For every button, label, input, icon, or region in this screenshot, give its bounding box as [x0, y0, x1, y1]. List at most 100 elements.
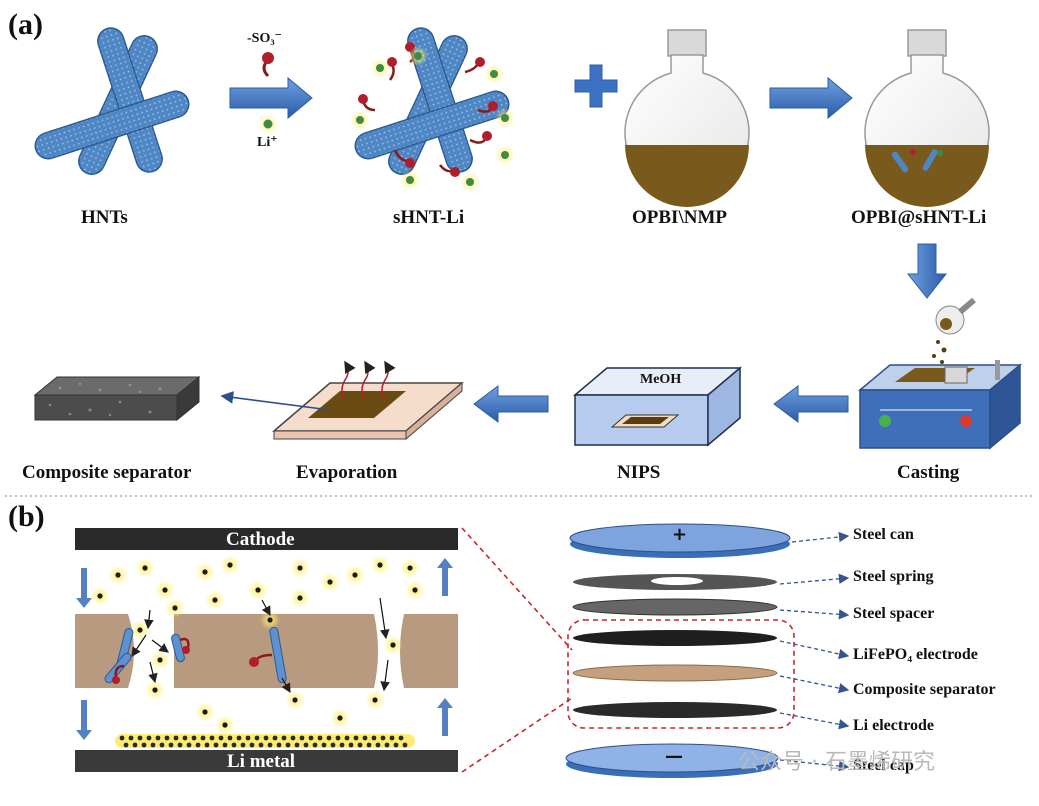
plated-li-dot	[371, 735, 377, 741]
plated-li-dot	[384, 742, 390, 748]
legend-li-electrode: Li electrode	[853, 717, 935, 734]
legend-lifepo4-electrode: LiFePO₄ electrode	[853, 646, 978, 663]
plated-li-dot	[276, 742, 282, 748]
sulfonate-group-icon	[262, 52, 274, 78]
plated-li-dot	[209, 735, 215, 741]
lithium-label: Li⁺	[257, 135, 278, 150]
panel-a-label: (a)	[8, 8, 43, 41]
plated-li-dots	[119, 735, 408, 748]
plated-li-dot	[312, 742, 318, 748]
plated-li-dot	[150, 742, 156, 748]
separator-nanotube-icon	[104, 626, 287, 684]
plus-icon	[574, 64, 618, 108]
li-ion-dot	[115, 572, 121, 578]
plated-li-dot	[204, 742, 210, 748]
plated-li-dot	[402, 742, 408, 748]
plated-li-dot	[213, 742, 219, 748]
plated-li-dot	[393, 742, 399, 748]
plated-li-dot	[375, 742, 381, 748]
plated-li-dot	[159, 742, 165, 748]
li-ion-dot	[327, 579, 333, 585]
plated-li-dot	[285, 742, 291, 748]
li-ion-dot	[162, 587, 168, 593]
plated-li-dot	[321, 742, 327, 748]
plated-li-dot	[267, 742, 273, 748]
plated-li-dot	[236, 735, 242, 741]
plated-li-dot	[137, 735, 143, 741]
step-label-opbi-shnt-li: OPBI@sHNT-Li	[851, 207, 987, 228]
plated-li-dot	[281, 735, 287, 741]
li-ion-dot	[352, 572, 358, 578]
li-ion-dot	[412, 587, 418, 593]
cathode-label: Cathode	[226, 529, 295, 550]
li-ion-dot	[337, 715, 343, 721]
li-ion-dot	[255, 587, 261, 593]
plated-li-dot	[263, 735, 269, 741]
flux-arrow-icon	[76, 558, 453, 740]
plated-li-dot	[258, 742, 264, 748]
sulfonate-label: -SO₃⁻	[247, 31, 282, 46]
li-ion-dot	[372, 697, 378, 703]
li-ion-dot	[297, 595, 303, 601]
li-ion-dot	[97, 593, 103, 599]
plated-li-dot	[177, 742, 183, 748]
step-label-shnt-li: sHNT-Li	[393, 207, 465, 228]
li-ion-dot	[377, 562, 383, 568]
panel-b-label: (b)	[8, 500, 45, 533]
plated-li-dot	[155, 735, 161, 741]
step-label-evaporation: Evaporation	[296, 462, 398, 483]
shnt-li-bundle-icon	[350, 27, 515, 192]
li-ion-dot	[292, 697, 298, 703]
plated-li-dot	[146, 735, 152, 741]
coin-cell-stack	[565, 523, 791, 778]
bath-label: MeOH	[640, 372, 682, 387]
legend-composite-separator: Composite separator	[853, 681, 996, 698]
step-label-composite-separator: Composite separator	[22, 462, 192, 483]
plated-li-dot	[335, 735, 341, 741]
step-label-hnts: HNTs	[81, 207, 128, 228]
plated-li-dot	[326, 735, 332, 741]
plated-li-dot	[380, 735, 386, 741]
li-ion-icon	[90, 555, 425, 735]
li-ion-dot	[137, 627, 143, 633]
plated-li-dot	[231, 742, 237, 748]
plated-li-dot	[353, 735, 359, 741]
li-ion-dot	[157, 657, 163, 663]
arrow-down-icon	[906, 243, 948, 299]
plated-li-dot	[254, 735, 260, 741]
cathode-bar	[75, 528, 458, 550]
legend-steel-spring: Steel spring	[853, 568, 934, 585]
plated-li-dot	[128, 735, 134, 741]
li-ion-dot	[172, 605, 178, 611]
plated-li-dot	[195, 742, 201, 748]
plated-li-dot	[218, 735, 224, 741]
flask-opbi-nmp-icon	[624, 29, 750, 207]
plated-li-dot	[132, 742, 138, 748]
plated-li-dot	[123, 742, 129, 748]
plated-li-dot	[119, 735, 125, 741]
legend-steel-spacer: Steel spacer	[853, 605, 935, 622]
li-ion-dot	[267, 617, 273, 623]
li-ion-dot	[202, 569, 208, 575]
plated-li-dot	[357, 742, 363, 748]
legend-steel-cap: Steel cap	[853, 757, 914, 774]
arrow-left-icon	[773, 385, 849, 423]
can-plus-sign: +	[672, 524, 688, 545]
li-ion-dot	[390, 642, 396, 648]
plated-li-dot	[317, 735, 323, 741]
zoom-callout-lines	[461, 527, 795, 773]
step-label-casting: Casting	[897, 462, 960, 483]
plated-li-dot	[240, 742, 246, 748]
cap-minus-sign: —	[665, 746, 683, 767]
plated-li-dot	[164, 735, 170, 741]
plated-li-dot	[186, 742, 192, 748]
li-ion-dot	[222, 722, 228, 728]
plated-li-dot	[168, 742, 174, 748]
plated-li-dot	[330, 742, 336, 748]
plated-li-dot	[191, 735, 197, 741]
plated-li-dot	[222, 742, 228, 748]
li-metal-label: Li metal	[227, 751, 296, 772]
plated-li-dot	[308, 735, 314, 741]
